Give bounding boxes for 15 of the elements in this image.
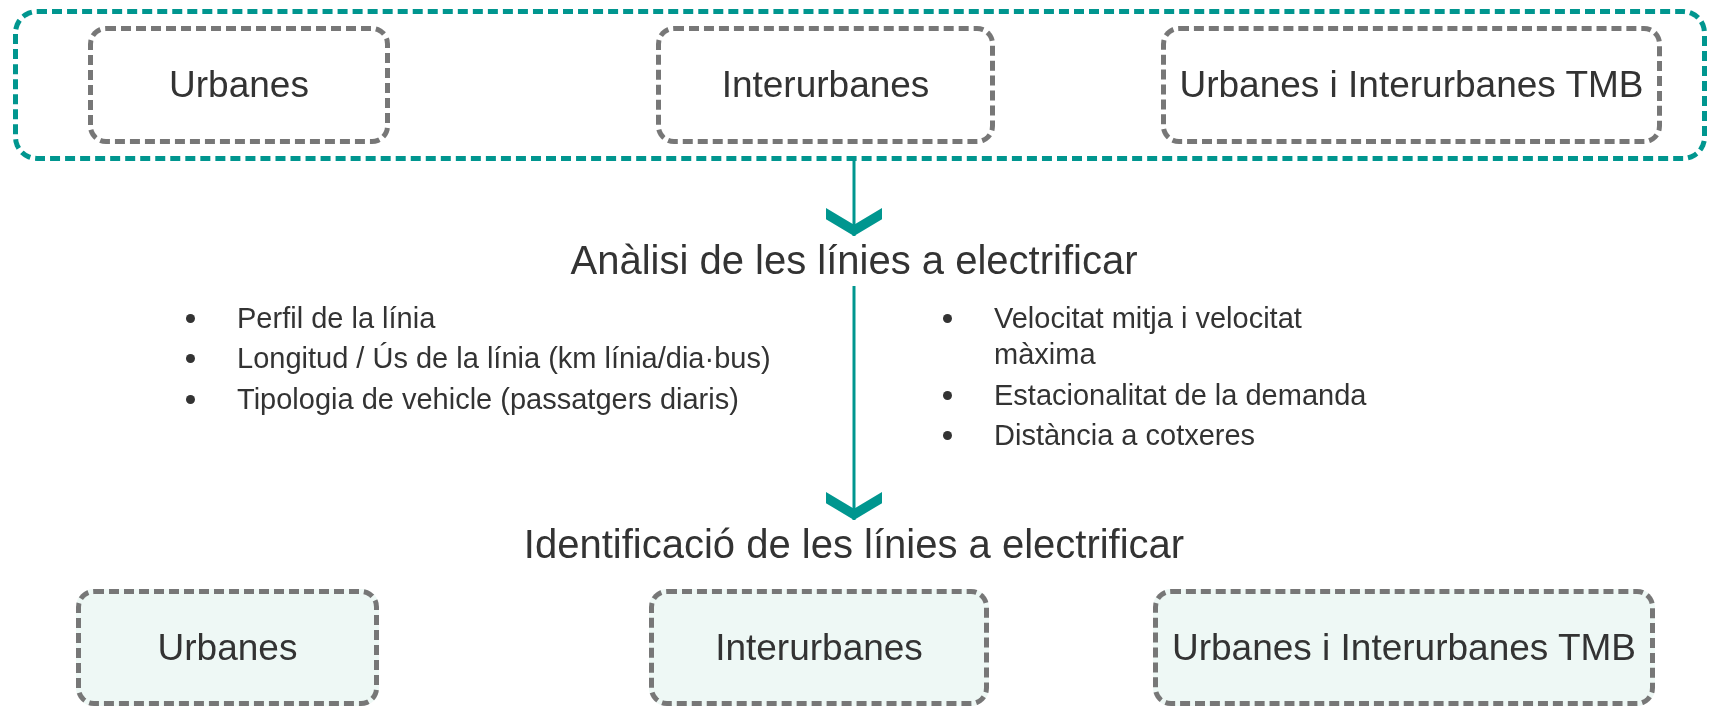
bullet-text: Estacionalitat de la demanda (994, 377, 1367, 413)
step-heading: Anàlisi de les línies a electrificar (570, 236, 1138, 284)
bullet-text: Tipologia de vehicle (passatgers diaris) (237, 381, 739, 417)
bullet-text: Longitud / Ús de la línia (km línia/dia·bus) (237, 341, 771, 377)
bullet-text: Velocitat mitja i velocitat màxima (994, 301, 1303, 373)
category-box: Interurbanes (656, 26, 995, 144)
category-box: Urbanes (76, 589, 379, 706)
bullet-text: Distància a cotxeres (994, 417, 1256, 453)
category-box: Urbanes i Interurbanes TMB (1153, 589, 1655, 706)
group-frame (13, 9, 1707, 161)
category-box: Urbanes i Interurbanes TMB (1161, 26, 1662, 144)
category-box: Urbanes (88, 26, 390, 144)
step-heading: Identificació de les línies a electrificar (523, 520, 1185, 568)
bullet-text: Perfil de la línia (237, 301, 436, 336)
category-box: Interurbanes (649, 589, 989, 706)
